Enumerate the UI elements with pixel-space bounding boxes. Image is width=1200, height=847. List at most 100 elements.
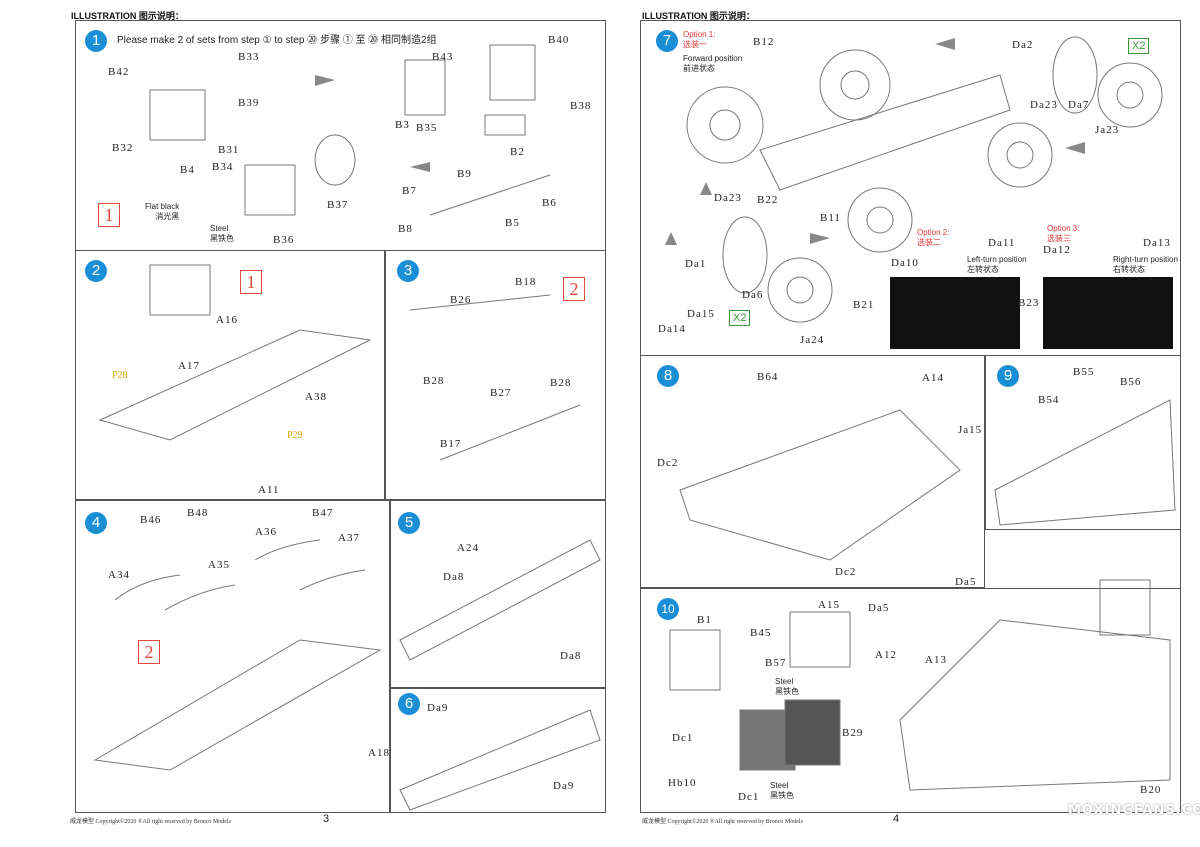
- part-label: A16: [216, 314, 238, 326]
- part-label: B38: [570, 100, 592, 112]
- part-label: B11: [820, 212, 841, 224]
- part-label: Hb10: [668, 777, 697, 789]
- footer-copyright: 威龙模型 Copyright©2020 ®All right reserved …: [70, 819, 231, 825]
- part-label: B21: [853, 299, 875, 311]
- part-label: B27: [490, 387, 512, 399]
- part-label: Da10: [891, 257, 919, 269]
- panel-step-6: [390, 688, 606, 813]
- part-label: B23: [1018, 297, 1040, 309]
- part-label: Da6: [742, 289, 764, 301]
- left-turn-photo: [890, 277, 1020, 349]
- part-label: Da1: [685, 258, 707, 270]
- step-badge: 6: [398, 693, 420, 715]
- paint-ref: P28: [112, 370, 128, 381]
- left-turn-note: Left-turn position 左转状态: [967, 255, 1027, 274]
- part-label: B54: [1038, 394, 1060, 406]
- step1-instruction: Please make 2 of sets from step ① to ste…: [117, 35, 437, 46]
- part-label: B55: [1073, 366, 1095, 378]
- part-label: Da8: [443, 571, 465, 583]
- part-label: Dc2: [657, 457, 679, 469]
- forward-position-note: Forward position 前进状态: [683, 54, 743, 73]
- option-2-label: Option 2: 选装二: [917, 228, 950, 247]
- jeep-chassis-drawing: [759, 74, 1011, 191]
- part-label: B8: [398, 223, 413, 235]
- panel-step-9: [985, 355, 1181, 530]
- step-badge: 1: [85, 30, 107, 52]
- part-label: B12: [753, 36, 775, 48]
- part-label: Da13: [1143, 237, 1171, 249]
- part-label: Da15: [687, 308, 715, 320]
- part-label: Da8: [560, 650, 582, 662]
- part-label: B28: [423, 375, 445, 387]
- jeep-body-drawing: [679, 409, 961, 561]
- footer-copyright: 威龙模型 Copyright©2020 ®All right reserved …: [642, 819, 803, 825]
- part-label: B22: [757, 194, 779, 206]
- header-left: ILLUSTRATION 图示说明：: [71, 11, 184, 21]
- part-label: B45: [750, 627, 772, 639]
- part-label: Da23: [1030, 99, 1058, 111]
- part-label: B20: [1140, 784, 1162, 796]
- part-label: Da5: [868, 602, 890, 614]
- right-turn-note: Right-turn position 右转状态: [1113, 255, 1178, 274]
- part-label: B18: [515, 276, 537, 288]
- part-label: B17: [440, 438, 462, 450]
- part-label: A14: [922, 372, 944, 384]
- step-badge: 5: [398, 512, 420, 534]
- part-label: B40: [548, 34, 570, 46]
- part-label: B64: [757, 371, 779, 383]
- chassis-frame-drawing: [98, 329, 372, 441]
- part-label: Ja24: [800, 334, 825, 346]
- part-label: B28: [550, 377, 572, 389]
- part-label: A24: [457, 542, 479, 554]
- part-label: B56: [1120, 376, 1142, 388]
- engine-drawing: [244, 164, 296, 216]
- page-number: 3: [323, 813, 330, 825]
- part-label: B26: [450, 294, 472, 306]
- part-label: B29: [842, 727, 864, 739]
- part-label: B37: [327, 199, 349, 211]
- subassembly-marker: 2: [138, 640, 160, 664]
- option-1-label: Option 1: 选装一: [683, 30, 716, 49]
- paint-note-flat-black: Flat black 消光黑: [145, 202, 180, 221]
- part-label: B47: [312, 507, 334, 519]
- part-label: Da11: [988, 237, 1016, 249]
- subassembly-marker: 2: [563, 277, 585, 301]
- panel-step-5: [390, 500, 606, 688]
- direction-arrows: [315, 38, 1085, 245]
- part-label: A18: [368, 747, 390, 759]
- step-badge: 2: [85, 260, 107, 282]
- part-label: B9: [457, 168, 472, 180]
- part-label: A17: [178, 360, 200, 372]
- part-label: B32: [112, 142, 134, 154]
- step-badge: 10: [657, 598, 679, 620]
- part-label: B35: [416, 122, 438, 134]
- step-badge: 4: [85, 512, 107, 534]
- engine-block-drawing: [149, 89, 206, 141]
- right-turn-photo: [1043, 277, 1173, 349]
- part-label: A11: [258, 484, 280, 496]
- step-badge: 3: [397, 260, 419, 282]
- subassembly-marker: 1: [98, 203, 120, 227]
- part-label: Da2: [1012, 39, 1034, 51]
- part-label: B5: [505, 217, 520, 229]
- part-label: B6: [542, 197, 557, 209]
- part-label: Ja23: [1095, 124, 1120, 136]
- part-label: A15: [818, 599, 840, 611]
- watermark: MOXINGFANS.COM: [1068, 803, 1200, 818]
- paint-note-steel: Steel 黑铁色: [775, 677, 799, 696]
- part-label: A34: [108, 569, 130, 581]
- part-label: B36: [273, 234, 295, 246]
- part-label: B33: [238, 51, 260, 63]
- part-label: Da9: [427, 702, 449, 714]
- part-label: B7: [402, 185, 417, 197]
- panel-step-4: [75, 500, 390, 813]
- part-label: B57: [765, 657, 787, 669]
- part-label: B43: [432, 51, 454, 63]
- part-label: Da5: [955, 576, 977, 588]
- paint-ref: P29: [287, 430, 303, 441]
- paint-note-steel: Steel 黑铁色: [770, 781, 794, 800]
- part-label: Da9: [553, 780, 575, 792]
- part-label: Dc1: [672, 732, 694, 744]
- part-label: A13: [925, 654, 947, 666]
